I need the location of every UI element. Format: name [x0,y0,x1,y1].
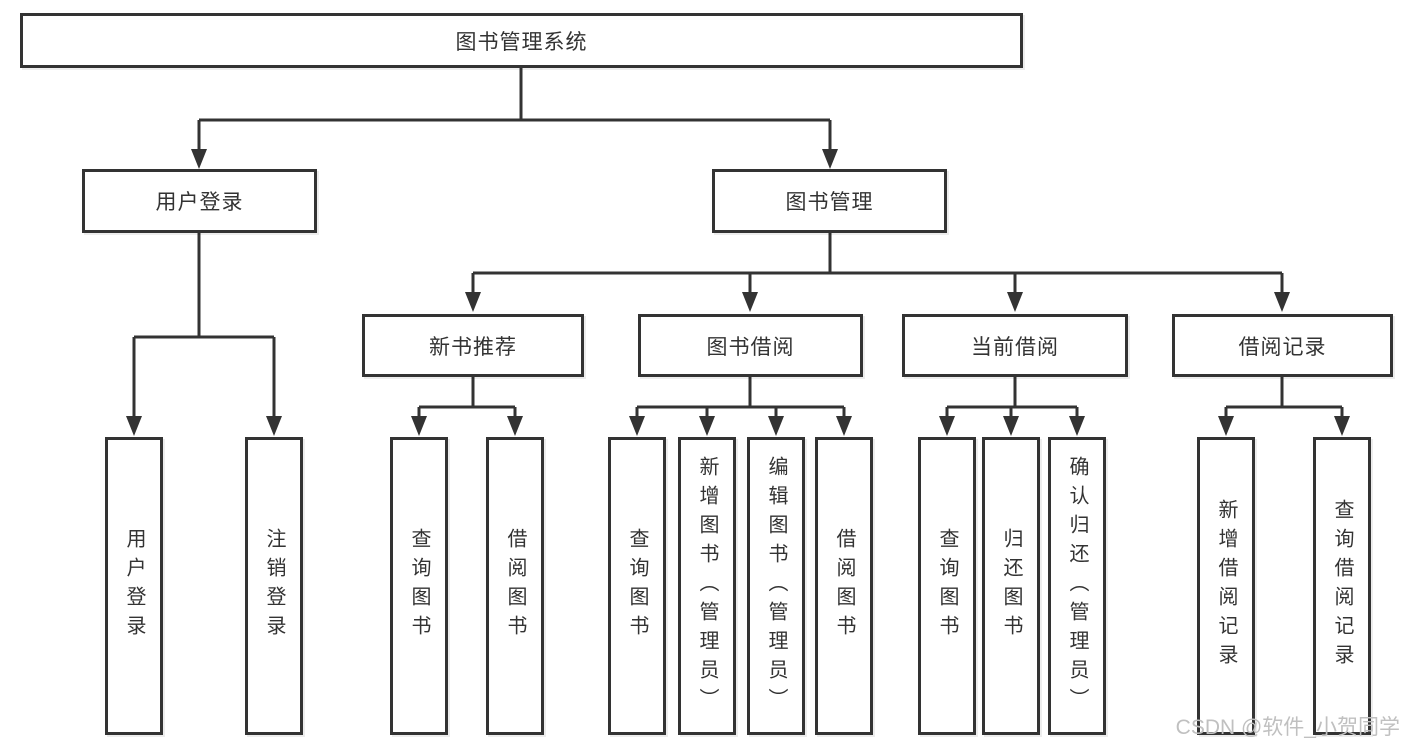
node-root-label: 图书管理系统 [455,30,588,54]
leaf-logout: 注销登录 [245,437,303,735]
leaf-edit-books-admin: 编辑图书（管理员） [747,437,805,735]
leaf-query-books-recommend-label: 查询图书 [408,528,430,644]
leaf-query-books-borrow: 查询图书 [608,437,666,735]
leaf-logout-label: 注销登录 [263,528,285,644]
leaf-query-books-recommend: 查询图书 [390,437,448,735]
node-borrow-records-label: 借阅记录 [1238,335,1327,359]
node-current-borrow-label: 当前借阅 [971,335,1059,359]
leaf-user-login: 用户登录 [105,437,163,735]
leaf-add-borrow-record-label: 新增借阅记录 [1215,499,1237,673]
leaf-borrow-books-label: 借阅图书 [833,528,855,644]
node-user-login-label: 用户登录 [155,191,244,214]
leaf-borrow-books-recommend: 借阅图书 [486,437,544,735]
node-new-book-recommend: 新书推荐 [362,314,584,377]
node-book-borrow-label: 图书借阅 [706,335,795,359]
leaf-borrow-books: 借阅图书 [815,437,873,735]
node-borrow-records: 借阅记录 [1172,314,1393,377]
leaf-add-books-admin: 新增图书（管理员） [678,437,736,735]
csdn-watermark: CSDN @软件_小贺同学 [1175,716,1400,739]
arrowheads [126,149,1350,436]
node-book-management: 图书管理 [712,169,947,233]
node-book-borrow: 图书借阅 [638,314,863,377]
leaf-query-borrow-record: 查询借阅记录 [1313,437,1371,735]
node-current-borrow: 当前借阅 [902,314,1128,377]
node-root: 图书管理系统 [20,13,1023,68]
node-user-login: 用户登录 [82,169,317,233]
leaf-borrow-books-recommend-label: 借阅图书 [504,528,526,644]
leaf-user-login-label: 用户登录 [123,528,145,644]
node-new-book-recommend-label: 新书推荐 [429,335,517,359]
leaf-return-books-label: 归还图书 [1000,528,1022,644]
leaf-return-books: 归还图书 [982,437,1040,735]
leaf-confirm-return-admin-label: 确认归还（管理员） [1066,455,1088,717]
leaf-query-books-borrow-label: 查询图书 [626,528,648,644]
leaf-query-books-current-label: 查询图书 [936,528,958,644]
leaf-confirm-return-admin: 确认归还（管理员） [1048,437,1106,735]
leaf-edit-books-admin-label: 编辑图书（管理员） [765,455,787,717]
node-book-management-label: 图书管理 [785,191,874,214]
leaf-add-borrow-record: 新增借阅记录 [1197,437,1255,735]
leaf-add-books-admin-label: 新增图书（管理员） [696,455,718,717]
leaf-query-borrow-record-label: 查询借阅记录 [1331,499,1353,673]
leaf-query-books-current: 查询图书 [918,437,976,735]
